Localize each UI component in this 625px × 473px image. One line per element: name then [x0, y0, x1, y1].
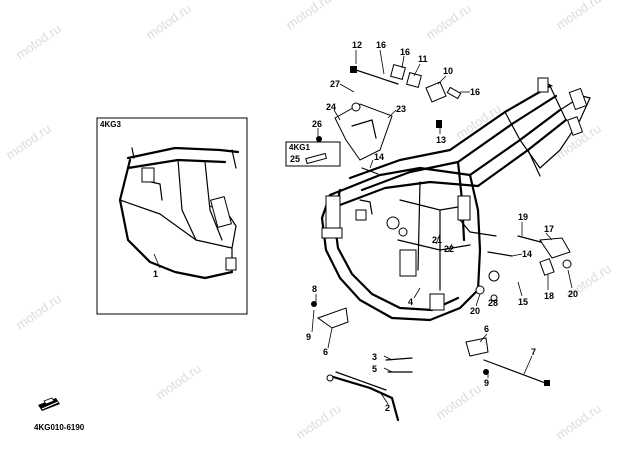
inset-frame-sketch [118, 146, 240, 280]
callout-20: 20 [568, 289, 578, 299]
callout-18: 18 [544, 291, 554, 301]
callout-1-inset: 1 [153, 269, 158, 279]
watermark-text: motod.ru [433, 381, 484, 423]
watermark-text: motod.ru [153, 361, 204, 403]
leader-lines [311, 49, 573, 405]
callout-20: 20 [470, 306, 480, 316]
watermark-text: motod.ru [13, 21, 64, 63]
grease-marker-icon [38, 397, 60, 411]
callout-6: 6 [484, 324, 489, 334]
leader-line [153, 253, 161, 269]
callout-25: 25 [290, 154, 300, 164]
inset-model-tag: 4KG3 [100, 120, 121, 129]
callout-28: 28 [488, 298, 498, 308]
callout-22: 22 [444, 244, 454, 254]
callout-14: 14 [374, 152, 384, 162]
exploded-parts: 4KG1 [285, 64, 572, 422]
callout-16: 16 [470, 87, 480, 97]
callout-15: 15 [518, 297, 528, 307]
watermark-text: motod.ru [143, 1, 194, 43]
document-code: 4KG010-6190 [34, 423, 85, 432]
callout-24: 24 [326, 102, 336, 112]
watermark-text: motod.ru [423, 1, 474, 43]
callout-17: 17 [544, 224, 554, 234]
callout-3: 3 [372, 352, 377, 362]
callout-11: 11 [418, 54, 428, 64]
callout-2: 2 [385, 403, 390, 413]
callout-16: 16 [400, 47, 410, 57]
main-frame [320, 77, 591, 322]
watermark-text: motod.ru [283, 0, 334, 32]
callout-5: 5 [372, 364, 377, 374]
watermark-text: motod.ru [553, 0, 604, 32]
callout-26: 26 [312, 119, 322, 129]
callout-14: 14 [522, 249, 532, 259]
document-footer: 4KG010-6190 [34, 397, 85, 432]
watermark-text: motod.ru [293, 401, 344, 443]
callout-19: 19 [518, 212, 528, 222]
callout-27: 27 [330, 79, 340, 89]
watermark-text: motod.ru [3, 121, 54, 163]
callout-23: 23 [396, 104, 406, 114]
callout-10: 10 [443, 66, 453, 76]
callout-6: 6 [323, 347, 328, 357]
callout-16: 16 [376, 40, 386, 50]
callout-labels: 12 16 16 11 10 27 24 23 16 13 26 25 14 1… [290, 40, 578, 413]
callout-8: 8 [312, 284, 317, 294]
callout-9: 9 [484, 378, 489, 388]
callout-4: 4 [408, 297, 413, 307]
sub-model-tag: 4KG1 [289, 143, 310, 152]
callout-9: 9 [306, 332, 311, 342]
callout-13: 13 [436, 135, 446, 145]
callout-12: 12 [352, 40, 362, 50]
inset-4kg3: 4KG3 1 [96, 117, 248, 315]
steering-head [325, 195, 341, 231]
callout-7: 7 [531, 347, 536, 357]
callout-21: 21 [432, 235, 442, 245]
watermark-text: motod.ru [13, 291, 64, 333]
watermark-text: motod.ru [553, 401, 604, 443]
